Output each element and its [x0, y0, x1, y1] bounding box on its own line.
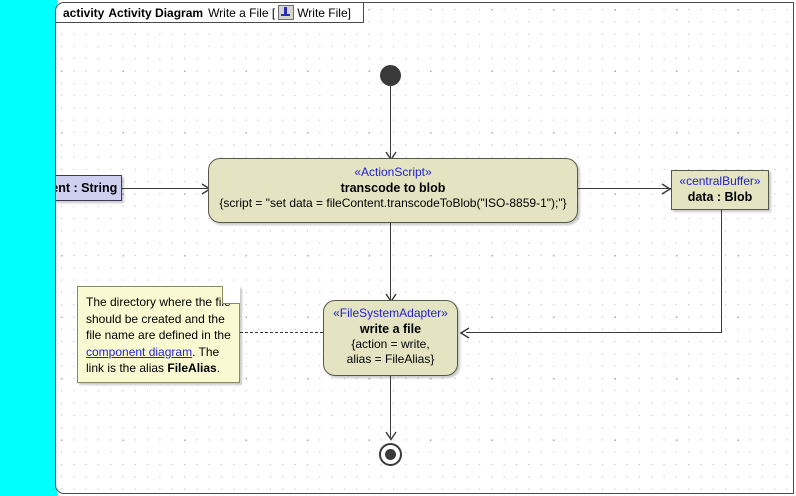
transcode-property: {script = "set data = fileContent.transc… — [219, 196, 567, 210]
note-bold-filealias: FileAlias — [167, 361, 217, 375]
note-comment[interactable]: The directory where the file should be c… — [77, 285, 240, 383]
edge-pin-to-transcode — [122, 188, 211, 189]
initial-node[interactable] — [380, 65, 401, 86]
edge-write-to-final — [390, 376, 391, 438]
arrowhead-write-to-final — [384, 431, 397, 441]
frame-type-label: Activity Diagram — [108, 5, 204, 20]
input-pin-filecontent[interactable]: fileContent : String — [56, 175, 122, 201]
write-property-line2: alias = FileAlias} — [346, 352, 435, 366]
final-node-center — [385, 449, 396, 460]
edge-buffer-to-write-segment — [466, 332, 722, 333]
grid-background — [56, 3, 793, 493]
write-property-line1: {action = write, — [351, 337, 430, 351]
selection-strip — [0, 0, 57, 496]
note-text-part1: The directory where the file should be c… — [86, 295, 231, 342]
activity-diagram-frame: activity Activity Diagram Write a File [… — [55, 2, 794, 494]
write-name: write a file — [359, 322, 422, 336]
activity-final-node[interactable] — [379, 443, 402, 466]
note-text-part3: . — [216, 361, 221, 375]
central-buffer-name: data : Blob — [687, 190, 753, 204]
edge-initial-to-transcode — [390, 86, 391, 158]
frame-label-tab[interactable]: activity Activity Diagram Write a File [… — [56, 3, 364, 23]
frame-context-name: Write File — [297, 5, 348, 20]
central-buffer-stereotype: «centralBuffer» — [679, 174, 761, 188]
frame-keyword: activity — [63, 5, 105, 20]
frame-diagram-name: Write a File [ — [208, 5, 276, 20]
edge-buffer-down-segment — [721, 210, 722, 332]
note-text-part2: . The link is the alias — [86, 344, 220, 376]
note-anchor-line — [240, 332, 323, 333]
note-link-component-diagram[interactable]: component diagram — [86, 344, 193, 359]
note-fold-corner — [222, 285, 240, 304]
frame-bracket-close: ] — [347, 5, 351, 20]
transcode-stereotype: «ActionScript» — [354, 165, 432, 179]
transcode-name: transcode to blob — [340, 181, 446, 195]
edge-transcode-to-buffer — [578, 188, 671, 189]
action-write-a-file[interactable]: «FileSystemAdapter» write a file {action… — [323, 300, 458, 376]
arrowhead-transcode-to-buffer — [661, 182, 672, 195]
action-transcode-to-blob[interactable]: «ActionScript» transcode to blob {script… — [208, 158, 578, 223]
activity-diagram-icon — [278, 5, 295, 20]
arrowhead-buffer-to-write — [460, 326, 471, 339]
edge-transcode-to-write — [390, 223, 391, 300]
write-stereotype: «FileSystemAdapter» — [333, 306, 448, 320]
input-pin-label: fileContent : String — [56, 181, 118, 195]
central-buffer-data-blob[interactable]: «centralBuffer» data : Blob — [671, 170, 769, 210]
